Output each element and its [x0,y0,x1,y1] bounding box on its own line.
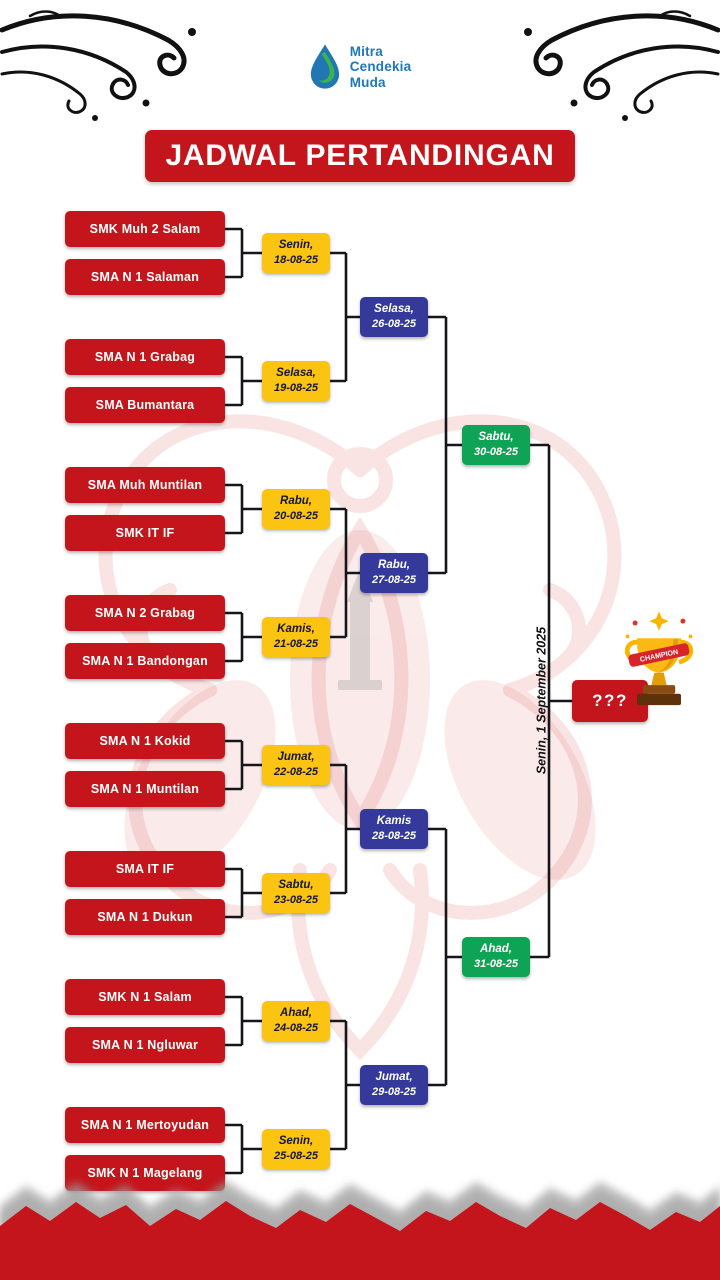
match-day: Rabu, [378,559,410,572]
match-day: Sabtu, [278,879,314,892]
match-date: 18-08-25 [273,254,319,267]
match-day: Selasa, [276,367,316,380]
match-date-box: Senin, 18-08-25 [262,233,330,273]
team-box: SMA N 1 Ngluwar [65,1027,225,1063]
team-box: SMK Muh 2 Salam [65,211,225,247]
match-date: 22-08-25 [273,766,319,779]
team-box: SMA N 1 Salaman [65,259,225,295]
team-box: SMA N 2 Grabag [65,595,225,631]
team-box: SMA N 1 Mertoyudan [65,1107,225,1143]
logo-drop-icon [310,44,339,89]
logo: Mitra Cendekia Muda [0,42,720,92]
match-date: 26-08-25 [371,318,417,331]
match-day: Jumat, [375,1071,413,1084]
match-date: 23-08-25 [273,894,319,907]
match-date: 21-08-25 [273,638,319,651]
match-date-box: Selasa, 19-08-25 [262,361,330,401]
match-day: Jumat, [277,751,315,764]
team-box: SMK N 1 Salam [65,979,225,1015]
match-date: 27-08-25 [371,574,417,587]
team-box: SMA N 1 Grabag [65,339,225,375]
match-date: 24-08-25 [273,1022,319,1035]
quarterfinal-date-box: Rabu, 27-08-25 [360,553,428,593]
logo-line-3: Muda [349,74,386,90]
final-date-label: Senin, 1 September 2025 [534,626,549,775]
quarterfinal-date-box: Jumat, 29-08-25 [360,1065,428,1105]
logo-line-1: Mitra [349,43,383,59]
match-date: 29-08-25 [371,1086,417,1099]
match-day: Sabtu, [478,431,514,444]
team-box: SMK IT IF [65,515,225,551]
match-date-box: Jumat, 22-08-25 [262,745,330,785]
match-day: Kamis, [277,623,315,636]
trophy-sparkles [625,611,693,639]
team-box: SMA Muh Muntilan [65,467,225,503]
match-date: 31-08-25 [473,958,519,971]
match-date: 25-08-25 [273,1150,319,1163]
match-day: Rabu, [280,495,312,508]
match-date: 19-08-25 [273,382,319,395]
match-day: Senin, [278,1135,314,1148]
match-date-box: Kamis, 21-08-25 [262,617,330,657]
team-box: SMA IT IF [65,851,225,887]
match-date-box: Senin, 25-08-25 [262,1129,330,1169]
semifinal-date-box: Sabtu, 30-08-25 [462,425,530,465]
logo-text: Mitra Cendekia Muda [350,44,412,91]
match-day: Selasa, [374,303,414,316]
match-date: 28-08-25 [371,830,417,843]
semifinal-date-box: Ahad, 31-08-25 [462,937,530,977]
match-day: Ahad, [480,943,512,956]
team-box: SMK N 1 Magelang [65,1155,225,1191]
team-box: SMA N 1 Bandongan [65,643,225,679]
match-day: Senin, [278,239,314,252]
logo-line-2: Cendekia [349,59,412,75]
page-title: JADWAL PERTANDINGAN [145,130,575,182]
match-day: Ahad, [280,1007,312,1020]
match-date-box: Rabu, 20-08-25 [262,489,330,529]
team-box: SMA N 1 Muntilan [65,771,225,807]
quarterfinal-date-box: Kamis 28-08-25 [360,809,428,849]
quarterfinal-date-box: Selasa, 26-08-25 [360,297,428,337]
match-date-box: Sabtu, 23-08-25 [262,873,330,913]
match-day: Kamis [376,815,412,828]
team-box: SMA Bumantara [65,387,225,423]
team-box: SMA N 1 Dukun [65,899,225,935]
trophy-icon: CHAMPION [624,611,694,706]
match-date: 20-08-25 [273,510,319,523]
team-box: SMA N 1 Kokid [65,723,225,759]
final-winner-box: ??? [572,680,648,722]
match-date: 30-08-25 [473,446,519,459]
match-date-box: Ahad, 24-08-25 [262,1001,330,1041]
